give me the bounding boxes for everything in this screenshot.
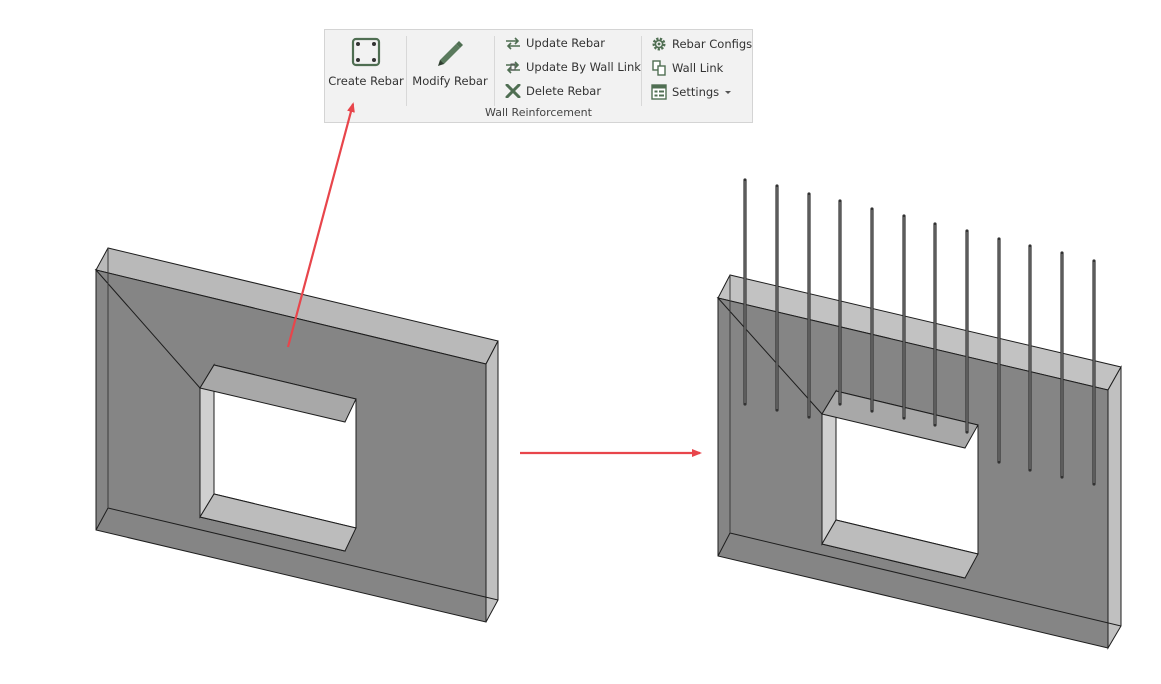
wall-link-button[interactable]: Wall Link: [651, 60, 723, 76]
update-rebar-button[interactable]: Update Rebar: [505, 36, 605, 50]
wall-after: [716, 274, 1122, 650]
create-rebar-button[interactable]: Create Rebar: [328, 36, 404, 88]
wall-side-face: [485, 340, 499, 623]
sync-link-icon: [506, 61, 520, 74]
update-rebar-label: Update Rebar: [526, 36, 605, 50]
opening-top-edge: [821, 390, 979, 449]
update-by-wall-link-button[interactable]: Update By Wall Link: [505, 60, 641, 74]
ribbon-group-label: Wall Reinforcement: [485, 106, 592, 119]
create-rebar-label: Create Rebar: [328, 74, 404, 88]
settings-panel-icon: [651, 84, 667, 100]
gear-icon: [652, 37, 666, 51]
chevron-down-icon: [725, 91, 732, 94]
opening-bottom-reveal: [199, 493, 357, 552]
rebar-configs-label: Rebar Configs: [672, 37, 753, 51]
link-icon: [652, 60, 666, 76]
wall-before: [94, 247, 499, 623]
modify-rebar-label: Modify Rebar: [412, 74, 488, 88]
rebar-section-icon: [351, 37, 381, 67]
ribbon-separator: [494, 36, 495, 106]
wall-reinforcement-ribbon: Create Rebar Modify Rebar Update Rebar U…: [324, 29, 753, 123]
arrow-to-create-rebar: [286, 102, 355, 348]
wall-side-face: [1107, 365, 1122, 650]
pencil-icon: [438, 41, 463, 66]
settings-label: Settings: [672, 85, 720, 99]
delete-rebar-label: Delete Rebar: [526, 84, 602, 98]
settings-dropdown[interactable]: Settings: [651, 84, 738, 100]
sync-arrows-icon: [506, 37, 520, 50]
close-x-icon: [505, 84, 521, 98]
ribbon-separator: [406, 36, 407, 106]
opening-bottom-reveal: [821, 519, 979, 579]
rebar-configs-button[interactable]: Rebar Configs: [651, 36, 752, 52]
ribbon-separator: [641, 36, 642, 106]
delete-rebar-button[interactable]: Delete Rebar: [505, 84, 601, 98]
wall-link-label: Wall Link: [672, 61, 724, 75]
update-by-wall-link-label: Update By Wall Link: [526, 60, 641, 74]
opening-top-edge: [199, 364, 357, 423]
modify-rebar-button[interactable]: Modify Rebar: [410, 36, 490, 88]
